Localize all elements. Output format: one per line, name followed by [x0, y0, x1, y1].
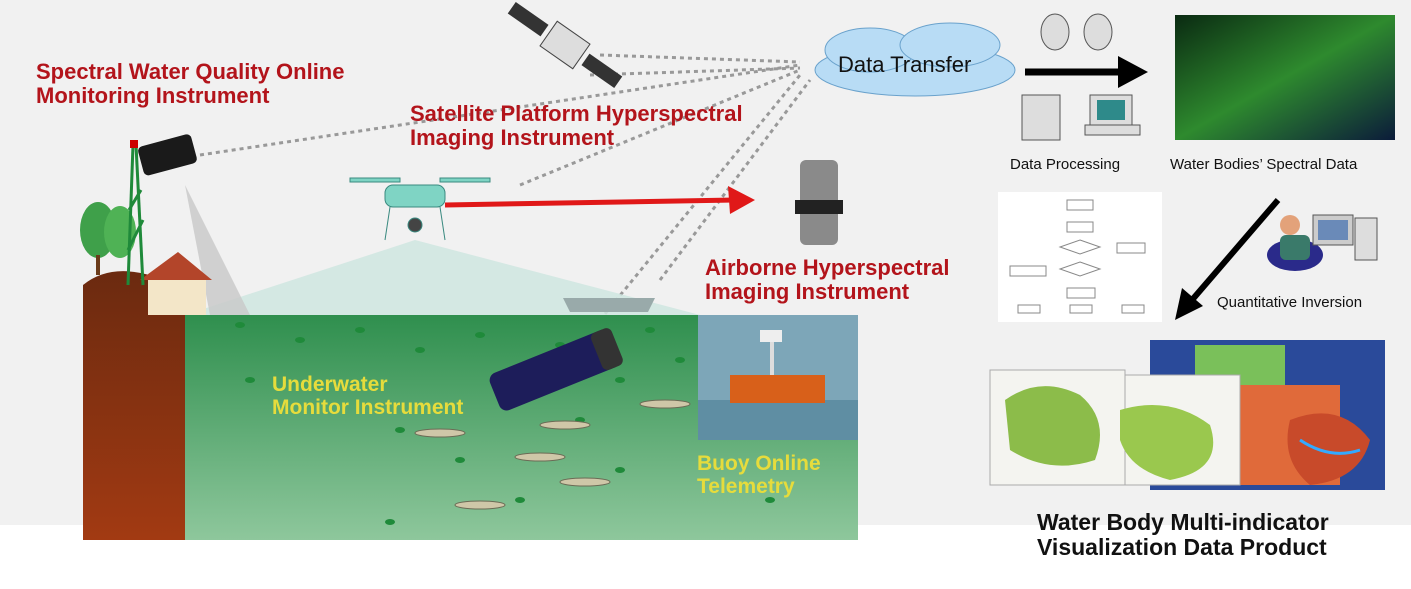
satellite	[507, 1, 623, 89]
drone	[349, 177, 491, 241]
house-roof	[140, 252, 212, 280]
visualization-maps	[989, 340, 1385, 490]
drone-footprint	[185, 240, 700, 315]
ship	[563, 298, 655, 312]
flowchart-shapes	[1009, 199, 1146, 314]
flowchart	[998, 192, 1162, 322]
particles	[235, 322, 775, 525]
fish	[414, 399, 691, 510]
data-transfer-label: Data Transfer	[838, 52, 972, 77]
quantitative-inversion-label: Quantitative Inversion	[1217, 294, 1363, 311]
red-arrow	[444, 197, 736, 208]
house	[148, 280, 206, 315]
inversion-arrow	[1189, 198, 1281, 302]
data-link-lines	[199, 53, 812, 321]
hill	[83, 271, 185, 540]
analyst-at-computer	[1267, 214, 1378, 271]
underwater-instrument	[489, 328, 623, 411]
cloud	[814, 22, 1016, 97]
tower	[126, 144, 145, 286]
spectral-image	[1175, 15, 1395, 140]
spectral-data-label: Water Bodies’ Spectral Data	[1170, 156, 1358, 173]
data-processing-label: Data Processing	[1010, 156, 1121, 173]
online-monitor-device	[138, 134, 197, 176]
